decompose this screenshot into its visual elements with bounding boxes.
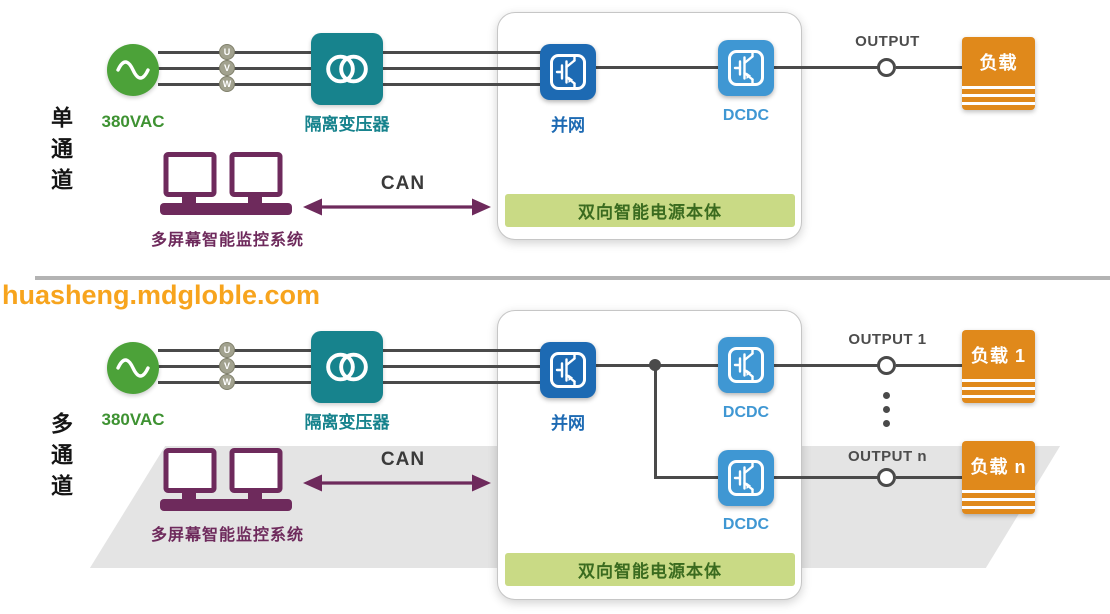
dcdc-module xyxy=(718,40,774,96)
phase-badge-u: U xyxy=(219,342,235,358)
phase-line-u xyxy=(158,349,312,352)
ellipsis-dot xyxy=(883,392,890,399)
line-outputn-to-loadn xyxy=(896,476,962,479)
output-label: OUTPUT xyxy=(855,33,920,50)
line-dcdc1-to-output1 xyxy=(774,364,878,367)
junction-dot xyxy=(649,359,661,371)
phase-badge-v: V xyxy=(219,60,235,76)
load-stripes xyxy=(962,86,1035,107)
phase-badge-w: W xyxy=(219,374,235,390)
outputn-label: OUTPUT n xyxy=(848,448,927,465)
dcdc-module-1 xyxy=(718,337,774,393)
section-divider xyxy=(35,276,1110,280)
load-stripes xyxy=(962,379,1035,400)
sine-wave-icon xyxy=(113,348,153,388)
line-transformer-to-inverter-u xyxy=(383,349,541,352)
can-bus-arrow-icon xyxy=(303,195,491,219)
watermark-text: huasheng.mdgloble.com xyxy=(2,280,321,310)
phase-line-u xyxy=(158,51,312,54)
line-dcdc2-to-outputn xyxy=(774,476,878,479)
monitoring-system-icon xyxy=(160,152,292,218)
dcdc-label: DCDC xyxy=(722,107,770,124)
output-connector xyxy=(877,58,896,77)
phase-line-v xyxy=(158,365,312,368)
ellipsis-dot xyxy=(883,420,890,427)
line-output1-to-load1 xyxy=(896,364,962,367)
can-bus-label: CAN xyxy=(380,173,426,194)
igbt-icon xyxy=(548,350,588,390)
phase-line-w xyxy=(158,83,312,86)
can-bus-label: CAN xyxy=(380,449,426,470)
ac-source-icon xyxy=(107,342,159,394)
line-transformer-to-inverter-v xyxy=(383,365,541,368)
ellipsis-dot xyxy=(883,406,890,413)
can-bus-arrow-icon xyxy=(303,471,491,495)
dcdc-module-n xyxy=(718,450,774,506)
line-dcdc-to-output xyxy=(774,66,878,69)
load1-label: 负载 1 xyxy=(970,345,1026,366)
line-output-to-load xyxy=(896,66,962,69)
isolation-transformer-icon xyxy=(311,331,383,403)
line-transformer-to-inverter-w xyxy=(383,381,541,384)
outputn-connector xyxy=(877,468,896,487)
dcdc2-label: DCDC xyxy=(722,516,770,533)
inverter-label: 并网 xyxy=(551,116,585,135)
ac-source-icon xyxy=(107,44,159,96)
igbt-icon xyxy=(726,345,766,385)
phase-line-v xyxy=(158,67,312,70)
monitoring-system-icon xyxy=(160,448,292,514)
load1-box: 负载 1 xyxy=(962,330,1035,403)
isolation-transformer-icon xyxy=(311,33,383,105)
section-label-single-channel: 单通道 xyxy=(48,106,73,199)
load-stripes xyxy=(962,490,1035,511)
load-label: 负载 xyxy=(979,52,1018,73)
transformer-coils-icon xyxy=(321,43,373,95)
loadn-box: 负载 n xyxy=(962,441,1035,514)
power-unit-name-bar: 双向智能电源本体 xyxy=(505,553,795,586)
phase-badge-w: W xyxy=(219,76,235,92)
output1-label: OUTPUT 1 xyxy=(848,331,927,348)
line-inverter-to-dcdc xyxy=(596,66,718,69)
line-transformer-to-inverter-u xyxy=(383,51,541,54)
section-label-multi-channel: 多通道 xyxy=(48,412,73,505)
monitoring-system-label: 多屏幕智能监控系统 xyxy=(150,232,304,249)
source-voltage-label: 380VAC xyxy=(101,112,165,131)
phase-badge-u: U xyxy=(219,44,235,60)
phase-line-w xyxy=(158,381,312,384)
line-transformer-to-inverter-w xyxy=(383,83,541,86)
load-box: 负载 xyxy=(962,37,1035,110)
output1-connector xyxy=(877,356,896,375)
source-voltage-label: 380VAC xyxy=(101,410,165,429)
grid-inverter-module xyxy=(540,342,596,398)
igbt-icon xyxy=(726,48,766,88)
line-transformer-to-inverter-v xyxy=(383,67,541,70)
sine-wave-icon xyxy=(113,50,153,90)
line-branch-to-dcdc2 xyxy=(654,476,718,479)
transformer-label: 隔离变压器 xyxy=(304,413,390,432)
line-branch-down xyxy=(654,364,657,479)
inverter-label: 并网 xyxy=(551,414,585,433)
phase-badge-v: V xyxy=(219,358,235,374)
transformer-label: 隔离变压器 xyxy=(304,115,390,134)
monitoring-system-label: 多屏幕智能监控系统 xyxy=(150,527,304,544)
igbt-icon xyxy=(548,52,588,92)
igbt-icon xyxy=(726,458,766,498)
grid-inverter-module xyxy=(540,44,596,100)
dcdc1-label: DCDC xyxy=(722,404,770,421)
loadn-label: 负载 n xyxy=(970,456,1027,477)
transformer-coils-icon xyxy=(321,341,373,393)
power-unit-name-bar: 双向智能电源本体 xyxy=(505,194,795,227)
